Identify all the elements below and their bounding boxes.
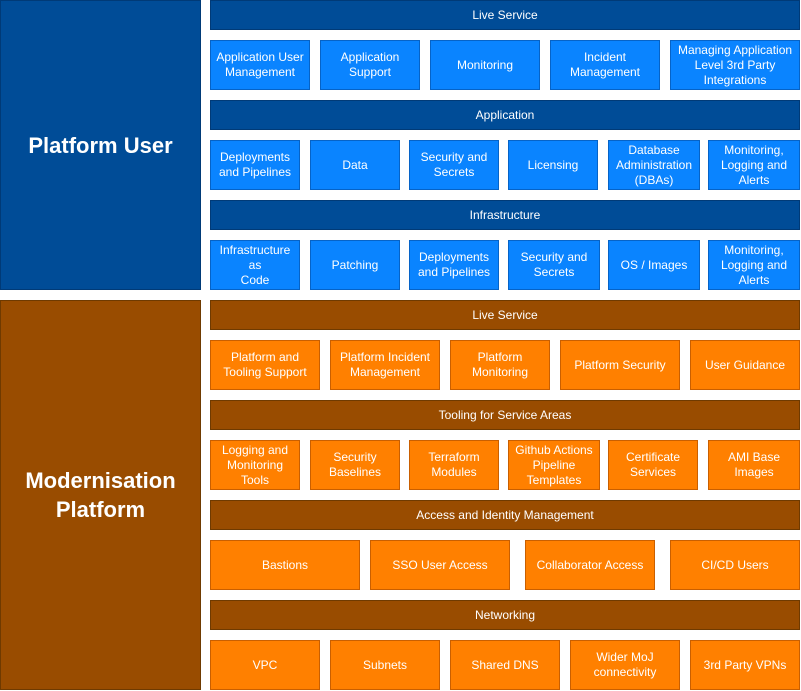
mp-access-item: SSO User Access <box>370 540 510 590</box>
pu-live-service-item: Monitoring <box>430 40 540 90</box>
pu-application-item: Deployments and Pipelines <box>210 140 300 190</box>
mp-live-service-item: Platform and Tooling Support <box>210 340 320 390</box>
mp-tooling-item: Security Baselines <box>310 440 400 490</box>
mp-networking-item: Subnets <box>330 640 440 690</box>
modernisation-platform-label: Modernisation Platform <box>0 300 201 690</box>
pu-live-service-item: Application User Management <box>210 40 310 90</box>
pu-live-service-item: Managing Application Level 3rd Party Int… <box>670 40 800 90</box>
pu-infrastructure-item: OS / Images <box>608 240 700 290</box>
mp-live-service-item: Platform Incident Management <box>330 340 440 390</box>
pu-application-header: Application <box>210 100 800 130</box>
pu-live-service-item: Application Support <box>320 40 420 90</box>
mp-networking-item: VPC <box>210 640 320 690</box>
mp-networking-item: 3rd Party VPNs <box>690 640 800 690</box>
platform-user-label: Platform User <box>0 0 201 290</box>
mp-networking-item: Shared DNS <box>450 640 560 690</box>
pu-infrastructure-item: Patching <box>310 240 400 290</box>
pu-infrastructure-item: Monitoring, Logging and Alerts <box>708 240 800 290</box>
pu-live-service-header: Live Service <box>210 0 800 30</box>
pu-infrastructure-item: Security and Secrets <box>508 240 600 290</box>
mp-tooling-item: Terraform Modules <box>409 440 499 490</box>
mp-tooling-item: AMI Base Images <box>708 440 800 490</box>
mp-networking-item: Wider MoJ connectivity <box>570 640 680 690</box>
pu-application-item: Database Administration (DBAs) <box>608 140 700 190</box>
pu-live-service-item: Incident Management <box>550 40 660 90</box>
mp-tooling-item: Github Actions Pipeline Templates <box>508 440 600 490</box>
mp-live-service-header: Live Service <box>210 300 800 330</box>
mp-access-item: Bastions <box>210 540 360 590</box>
mp-live-service-item: Platform Security <box>560 340 680 390</box>
mp-tooling-item: Certificate Services <box>608 440 698 490</box>
mp-tooling-header: Tooling for Service Areas <box>210 400 800 430</box>
mp-access-header: Access and Identity Management <box>210 500 800 530</box>
mp-networking-header: Networking <box>210 600 800 630</box>
mp-access-item: CI/CD Users <box>670 540 800 590</box>
pu-application-item: Data <box>310 140 400 190</box>
pu-application-item: Monitoring, Logging and Alerts <box>708 140 800 190</box>
pu-infrastructure-item: Infrastructure as Code <box>210 240 300 290</box>
pu-application-item: Licensing <box>508 140 598 190</box>
pu-infrastructure-item: Deployments and Pipelines <box>409 240 499 290</box>
pu-infrastructure-header: Infrastructure <box>210 200 800 230</box>
pu-application-item: Security and Secrets <box>409 140 499 190</box>
mp-tooling-item: Logging and Monitoring Tools <box>210 440 300 490</box>
mp-access-item: Collaborator Access <box>525 540 655 590</box>
mp-live-service-item: User Guidance <box>690 340 800 390</box>
mp-live-service-item: Platform Monitoring <box>450 340 550 390</box>
